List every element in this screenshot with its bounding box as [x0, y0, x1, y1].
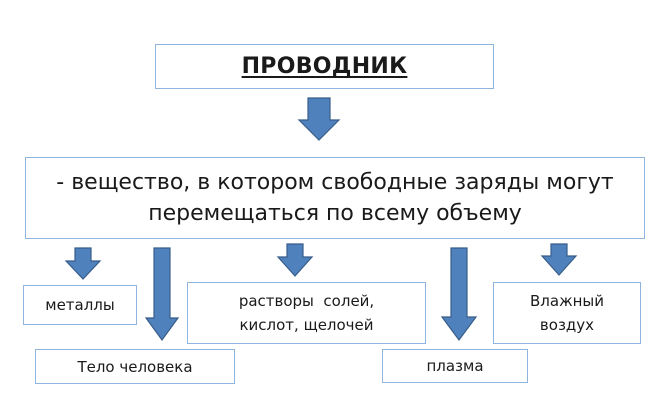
- example-label-humid-air: Влажный воздух: [530, 289, 604, 337]
- arrow-to-solutions: [276, 243, 314, 277]
- example-box-metals: металлы: [23, 285, 137, 325]
- diagram-title: ПРОВОДНИК: [241, 54, 408, 79]
- definition-line-2: перемещаться по всему объему: [148, 201, 522, 226]
- definition-box: - вещество, в котором свободные заряды м…: [25, 157, 645, 239]
- example-box-plasma: плазма: [382, 349, 528, 383]
- arrow-to-humid-air: [540, 243, 578, 276]
- example-box-human-body: Тело человека: [35, 349, 235, 384]
- example-box-humid-air: Влажный воздух: [493, 282, 641, 344]
- definition-line-1: - вещество, в котором свободные заряды м…: [56, 170, 614, 195]
- example-label-human-body: Тело человека: [77, 357, 193, 376]
- example-box-solutions: растворы солей, кислот, щелочей: [187, 282, 426, 344]
- title-box: ПРОВОДНИК: [155, 44, 494, 89]
- air-line-2: воздух: [539, 316, 595, 334]
- solutions-line-1: растворы солей,: [238, 292, 375, 310]
- air-line-1: Влажный: [530, 292, 604, 310]
- definition-text: - вещество, в котором свободные заряды м…: [48, 167, 621, 229]
- example-label-plasma: плазма: [426, 357, 484, 375]
- solutions-line-2: кислот, щелочей: [239, 316, 374, 334]
- arrow-to-plasma: [440, 247, 478, 342]
- arrow-to-human-body: [144, 247, 180, 342]
- example-label-metals: металлы: [45, 296, 115, 314]
- arrow-to-metals: [64, 247, 102, 280]
- example-label-solutions: растворы солей, кислот, щелочей: [239, 289, 374, 337]
- arrow-title-to-definition: [297, 97, 341, 141]
